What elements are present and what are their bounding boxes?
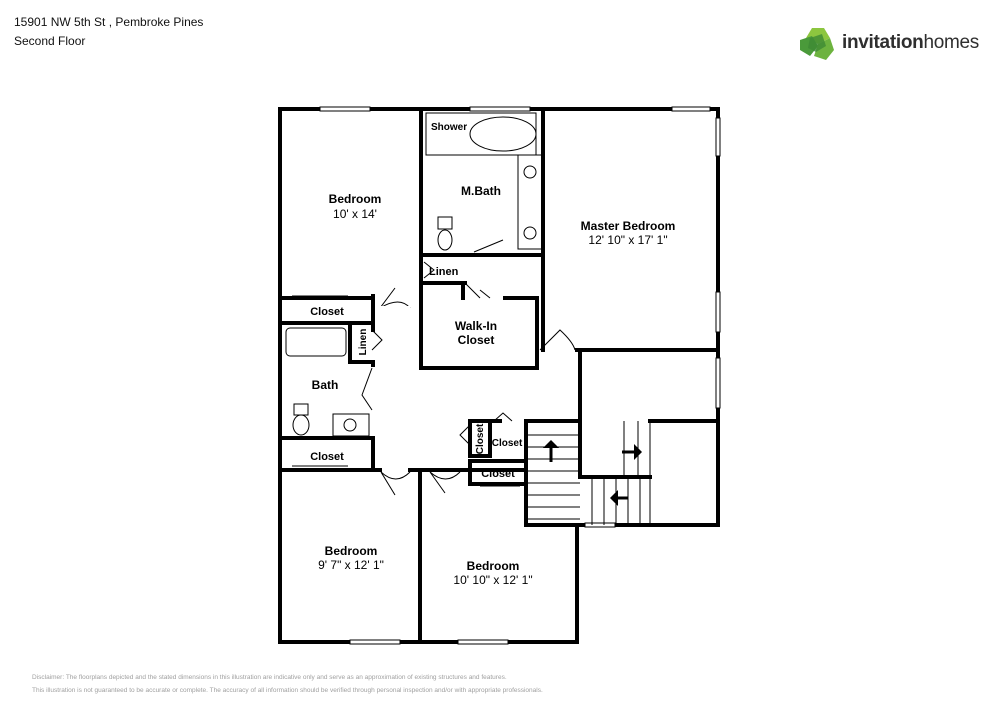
door-swing-icon [493,412,513,422]
bathtub-icon [285,327,347,357]
door-swing-icon [380,471,411,496]
door-swing-icon [423,261,435,279]
toilet-icon [292,414,310,436]
logo-mark-icon [800,28,834,60]
sink-icon [523,226,537,240]
room-name: Linen [358,329,369,356]
room-name: Closet [492,438,523,449]
room-name: Bedroom [467,559,520,573]
sink-icon [523,165,537,179]
room-name: Closet [481,468,515,480]
fixtures [285,112,651,525]
room-name: Bedroom [325,544,378,558]
door-swing-icon [539,329,576,351]
room-size: 10' x 14' [333,207,377,221]
toilet-tank-icon [293,403,309,416]
sink-icon [332,413,370,437]
room-name: M.Bath [461,184,501,198]
door-swing-icon [429,471,461,494]
room-name: Closet [310,451,344,463]
door-swing-icon [464,282,491,299]
floor-name: Second Floor [14,34,86,48]
room-size: 10' 10" x 12' 1" [453,573,532,587]
room-name: Closet [475,423,486,454]
room-name: Linen [429,266,459,278]
bathtub-icon [469,116,537,152]
room-size: 12' 10" x 17' 1" [588,233,667,247]
door-swing-icon [473,239,504,253]
room-name: Master Bedroom [581,219,676,233]
room-size: 9' 7" x 12' 1" [318,558,384,572]
door-swing-icon [379,287,411,309]
vanity-icon [517,154,543,250]
door-swing-icon [459,424,471,446]
door-swing-icon [371,329,383,351]
door-swing-icon [361,367,373,411]
brand-name: invitationhomes [842,32,979,53]
arrow-left-icon [610,490,618,506]
stairs [526,421,651,525]
doors [292,239,576,496]
room-name: Walk-In [455,319,497,333]
toilet-icon [437,229,453,251]
windows [319,106,721,645]
disclaimer-line-2: This illustration is not guaranteed to b… [32,687,543,694]
stair-arrows [543,440,642,506]
toilet-tank-icon [437,216,453,230]
room-name: Closet [458,333,495,347]
room-name: Bedroom [329,192,382,206]
disclaimer-line-1: Disclaimer: The floorplans depicted and … [32,674,507,681]
arrow-up-icon [543,440,559,448]
room-name: Shower [431,122,467,133]
room-name: Bath [312,378,339,392]
room-name: Closet [310,306,344,318]
brand-logo: invitationhomes [798,26,980,62]
arrow-right-icon [634,444,642,460]
header: 15901 NW 5th St , Pembroke Pines Second … [14,13,203,51]
address-text: 15901 NW 5th St , Pembroke Pines [14,15,204,29]
